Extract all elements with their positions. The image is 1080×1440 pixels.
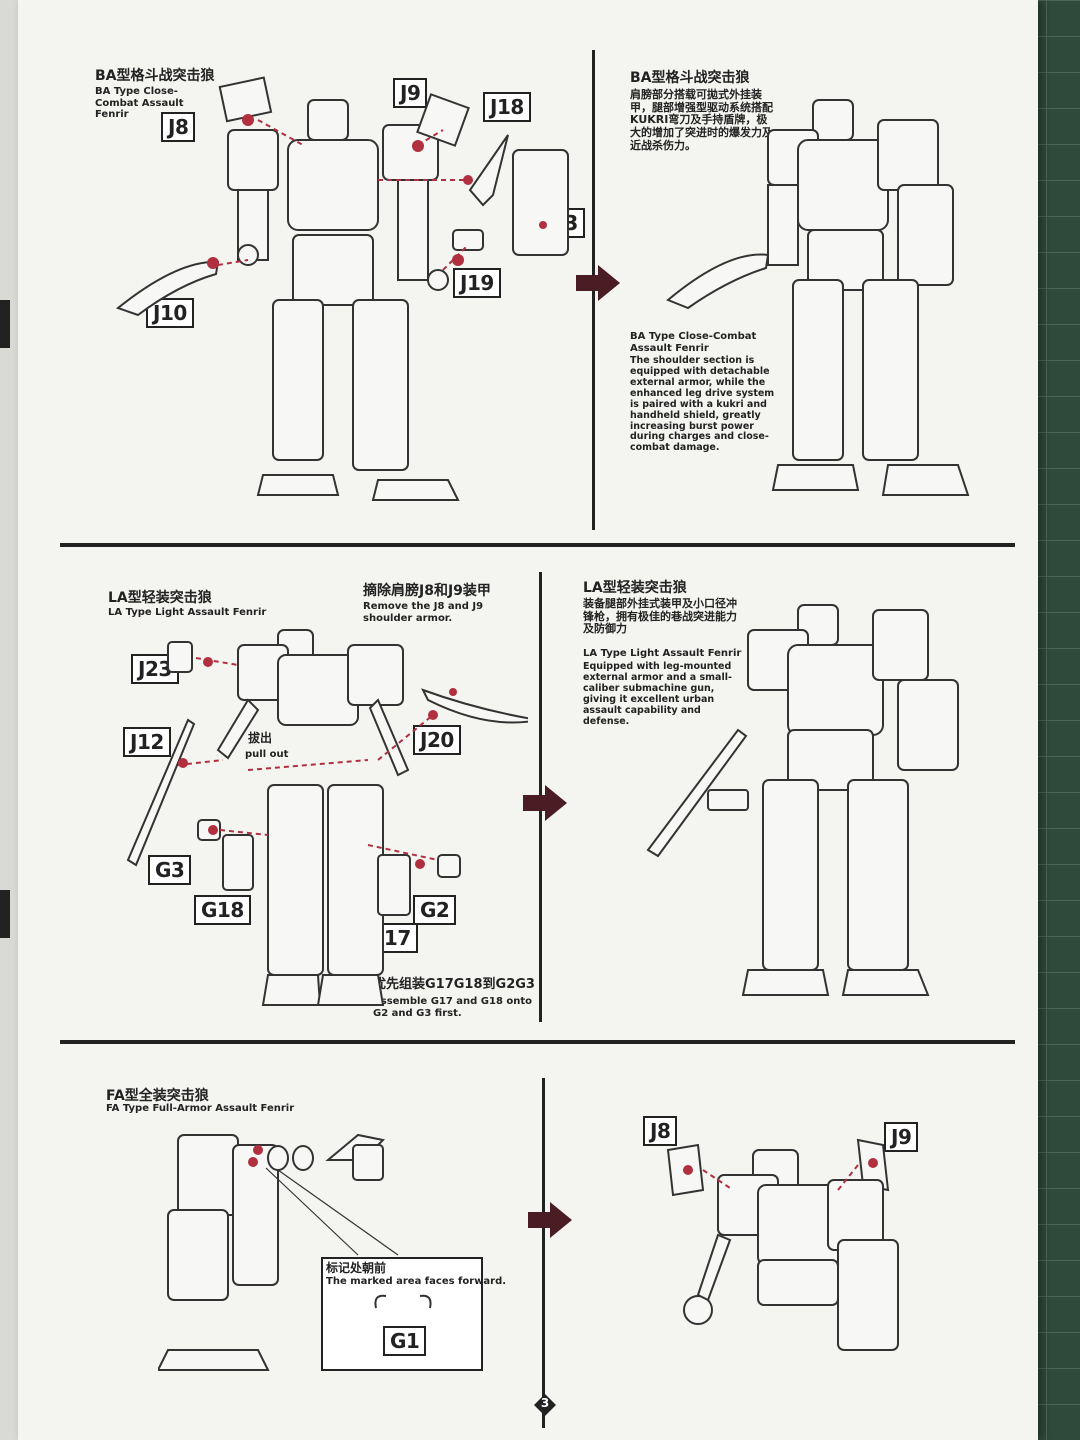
fa-exploded-robot-illustration xyxy=(158,1133,399,1371)
ba-result-title-cn: BA型格斗战突击狼 xyxy=(630,70,750,86)
fa-title-cn: FA型全装突击狼 xyxy=(106,1088,209,1104)
la-result-desc-cn: 装备腿部外挂式装甲及小口径冲锋枪，拥有极佳的巷战突进能力及防御力 xyxy=(583,597,737,636)
ba-result-desc-cn: 肩膀部分搭载可拋式外挂装甲，腿部增强型驱动系统搭配KUKRI弯刀及手持盾牌，极大… xyxy=(630,88,773,152)
la-note-assemble-en: Assemble G17 and G18 onto G2 and G3 firs… xyxy=(373,996,533,1019)
la-result-desc-en: Equipped with leg-mounted external armor… xyxy=(583,661,732,727)
part-label-g2: G2 xyxy=(413,895,457,925)
part-label-j20: J20 xyxy=(413,725,461,755)
part-label-j12: J12 xyxy=(123,727,171,757)
la-note-remove-cn: 摘除肩膀J8和J9装甲 xyxy=(363,583,491,599)
part-label-j8: J8 xyxy=(643,1116,678,1146)
part-label-j8: J8 xyxy=(161,112,196,142)
next-step-arrow-icon xyxy=(528,1202,572,1238)
ba-assembled-robot-illustration xyxy=(666,99,970,496)
part-label-j19: J19 xyxy=(453,268,501,298)
next-step-arrow-icon xyxy=(523,785,567,821)
la-title-cn: LA型轻装突击狼 xyxy=(108,590,212,606)
pull-out-label-cn: 拔出 xyxy=(248,731,273,745)
ba-result-title-en: BA Type Close-Combat Assault Fenrir xyxy=(630,331,757,354)
la-result-title-cn: LA型轻装突击狼 xyxy=(583,580,687,596)
part-label-j9: J9 xyxy=(393,78,428,108)
la-result-title-en: LA Type Light Assault Fenrir xyxy=(583,648,742,659)
la-note-assemble-cn: 优先组装G17G18到G2G3 xyxy=(373,977,535,992)
instruction-page: BA型格斗战突击狼 BA Type Close-Combat Assault F… xyxy=(18,0,1038,1440)
part-label-g1: G1 xyxy=(383,1326,427,1356)
ba-title-cn: BA型格斗战突击狼 xyxy=(95,68,215,84)
part-label-g18: G18 xyxy=(194,895,251,925)
la-assembled-robot-illustration xyxy=(646,604,959,996)
ba-exploded-robot-illustration xyxy=(115,76,569,501)
section-divider xyxy=(60,543,1015,547)
mark-faces-forward-en: The marked area faces forward. xyxy=(326,1276,507,1287)
step-divider xyxy=(542,1078,545,1428)
fa-assembled-robot-illustration xyxy=(666,1138,899,1351)
previous-page-edge xyxy=(0,0,22,1440)
la-exploded-robot-illustration xyxy=(126,629,528,1006)
page-tab xyxy=(0,890,10,938)
next-step-arrow-icon xyxy=(576,265,620,301)
page-number-badge xyxy=(534,1394,556,1416)
g1-orientation-mark-icon xyxy=(374,1294,432,1309)
ba-title-en: BA Type Close-Combat Assault Fenrir xyxy=(95,86,184,120)
la-note-remove-en: Remove the J8 and J9 shoulder armor. xyxy=(363,601,484,624)
part-label-j18: J18 xyxy=(483,92,531,122)
mark-faces-forward-cn: 标记处朝前 xyxy=(326,1261,387,1275)
section-divider xyxy=(60,1040,1015,1044)
ba-result-desc-en: The shoulder section is equipped with de… xyxy=(630,355,775,454)
pull-out-label-en: pull out xyxy=(245,749,289,760)
part-label-j9: J9 xyxy=(884,1122,919,1152)
la-title-en: LA Type Light Assault Fenrir xyxy=(108,607,267,618)
page-number: 3 xyxy=(540,1396,550,1410)
fa-title-en: FA Type Full-Armor Assault Fenrir xyxy=(106,1103,295,1114)
part-label-g3: G3 xyxy=(148,855,192,885)
page-tab xyxy=(0,300,10,348)
